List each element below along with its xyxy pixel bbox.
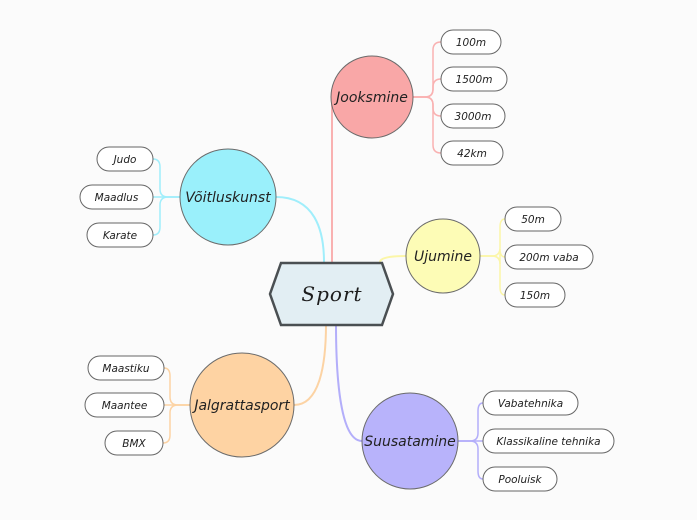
root-node[interactable]: Sport — [268, 261, 395, 327]
branch-circle — [405, 218, 481, 294]
link-jalgrattasport-maastiku — [163, 367, 190, 406]
leaf-label: BMX — [122, 438, 146, 450]
link-ujumine-150m — [480, 255, 506, 296]
leaf-pill — [504, 206, 562, 232]
link-ujumine-50m — [480, 218, 506, 257]
leaf-pill — [440, 140, 504, 166]
leaf-label: 50m — [521, 214, 545, 226]
leaf-pill — [440, 29, 502, 55]
branch-label: Jooksmine — [333, 90, 408, 106]
leaf-label: Maantee — [102, 400, 148, 412]
link-jooksmine-1500m — [413, 78, 442, 98]
leaf-node-pooluisk[interactable]: Pooluisk — [482, 466, 558, 492]
leaf-node-maastiku[interactable]: Maastiku — [87, 355, 165, 381]
leaf-node-150m[interactable]: 150m — [504, 282, 566, 308]
branch-circle — [189, 352, 295, 458]
branch-label: Jalgrattasport — [191, 398, 290, 414]
branch-label: Ujumine — [414, 249, 472, 265]
link-jooksmine-42km — [413, 96, 442, 154]
leaf-node-42km[interactable]: 42km — [440, 140, 504, 166]
leaf-node-50m[interactable]: 50m — [504, 206, 562, 232]
root-label: Sport — [301, 282, 362, 306]
leaf-node-klassikaline-tehnika[interactable]: Klassikaline tehnika — [482, 428, 615, 454]
link-root-jooksmine — [331, 96, 333, 262]
leaf-node-maadlus[interactable]: Maadlus — [79, 184, 154, 210]
leaf-pill — [504, 282, 566, 308]
leaf-pill — [440, 66, 508, 92]
leaf-pill — [482, 390, 579, 416]
link-root-ujumine — [379, 255, 407, 263]
leaf-label: 42km — [457, 148, 487, 160]
leaf-pill — [84, 392, 165, 418]
leaf-label: Vabatehnika — [498, 398, 563, 410]
leaf-label: 1500m — [456, 74, 493, 86]
leaf-node-vabatehnika[interactable]: Vabatehnika — [482, 390, 579, 416]
leaf-pill — [504, 244, 594, 270]
branch-node-suusatamine[interactable]: Suusatamine — [361, 392, 459, 490]
leaf-pill — [440, 103, 506, 129]
leaf-label: 100m — [456, 37, 486, 49]
leaf-pill — [87, 355, 165, 381]
leaf-label: 200m vaba — [519, 252, 578, 264]
branch-label: Suusatamine — [364, 434, 456, 450]
leaf-label: Judo — [112, 154, 137, 166]
leaf-node-maantee[interactable]: Maantee — [84, 392, 165, 418]
leaf-label: Maastiku — [102, 363, 150, 375]
leaf-node-3000m[interactable]: 3000m — [440, 103, 506, 129]
leaf-pill — [104, 430, 164, 456]
leaf-label: 150m — [520, 290, 550, 302]
leaf-label: Maadlus — [95, 192, 139, 204]
link-voitluskunst-karate — [152, 196, 180, 236]
leaf-label: Klassikaline tehnika — [496, 436, 600, 448]
branch-label: Võitluskunst — [185, 190, 271, 206]
leaf-node-200m-vaba[interactable]: 200m vaba — [504, 244, 594, 270]
leaf-pill — [482, 466, 558, 492]
link-suusatamine-vabatehnika — [458, 402, 484, 442]
leaf-label: 3000m — [455, 111, 492, 123]
leaf-label: Karate — [103, 230, 137, 242]
branch-circle — [330, 55, 414, 139]
leaf-node-100m[interactable]: 100m — [440, 29, 502, 55]
branch-node-ujumine[interactable]: Ujumine — [405, 218, 481, 294]
leaf-pill — [96, 146, 154, 172]
link-root-jalgrattasport — [293, 323, 327, 406]
link-jooksmine-3000m — [413, 96, 442, 117]
branch-node-jooksmine[interactable]: Jooksmine — [330, 55, 414, 139]
leaf-pill — [79, 184, 154, 210]
root-hexagon — [268, 261, 395, 327]
link-root-suusatamine — [335, 323, 363, 442]
link-root-voitluskunst — [275, 196, 325, 263]
branch-node-voitluskunst[interactable]: Võitluskunst — [179, 148, 277, 246]
leaf-node-judo[interactable]: Judo — [96, 146, 154, 172]
leaf-pill — [86, 222, 154, 248]
leaf-node-1500m[interactable]: 1500m — [440, 66, 508, 92]
leaf-node-karate[interactable]: Karate — [86, 222, 154, 248]
link-jooksmine-100m — [413, 41, 442, 98]
leaf-label: Pooluisk — [498, 474, 542, 486]
link-jalgrattasport-bmx — [162, 404, 190, 444]
branch-circle — [361, 392, 459, 490]
link-suusatamine-pooluisk — [458, 440, 484, 480]
leaf-node-bmx[interactable]: BMX — [104, 430, 164, 456]
leaf-pill — [482, 428, 615, 454]
branch-node-jalgrattasport[interactable]: Jalgrattasport — [189, 352, 295, 458]
branch-circle — [179, 148, 277, 246]
link-voitluskunst-judo — [152, 158, 180, 198]
